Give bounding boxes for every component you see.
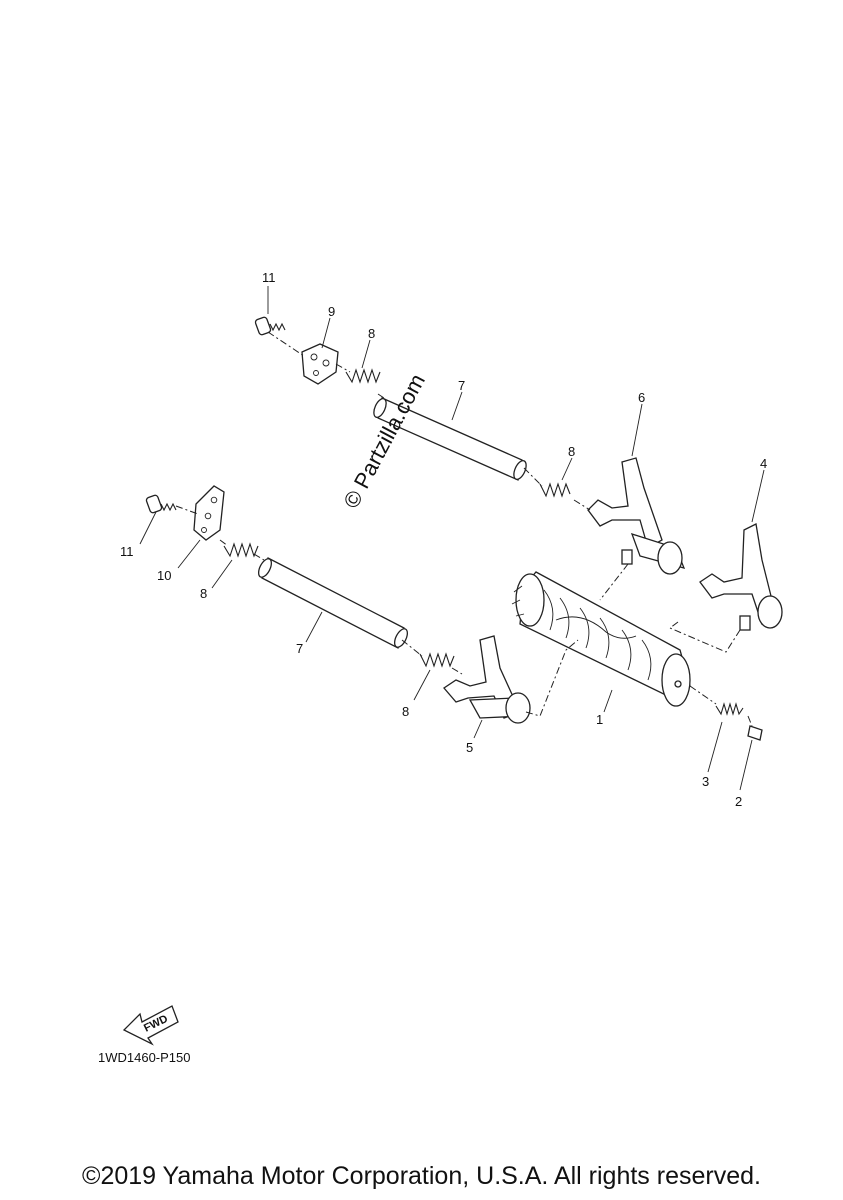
callout-11-upper: 11 <box>262 270 276 285</box>
plate-lower <box>193 485 225 541</box>
callout-11-lower: 11 <box>120 544 134 559</box>
leader-lines <box>139 286 765 791</box>
callout-1: 1 <box>596 712 603 727</box>
copyright-notice: ©2019 Yamaha Motor Corporation, U.S.A. A… <box>82 1162 761 1190</box>
spring-upper-left <box>345 368 381 384</box>
shaft-upper <box>373 397 527 481</box>
callout-2: 2 <box>735 794 742 809</box>
shift-fork-4 <box>699 523 783 631</box>
callout-5: 5 <box>466 740 473 755</box>
assembly-line-upper <box>267 331 591 511</box>
shift-fork-6 <box>587 457 686 575</box>
callout-8-lower-right: 8 <box>402 704 409 719</box>
shift-fork-5 <box>443 635 531 724</box>
spring-upper-right <box>539 482 571 498</box>
shaft-lower <box>257 557 409 649</box>
callout-4: 4 <box>760 456 767 471</box>
assembly-line-lower <box>175 505 463 675</box>
watermark: © Partzilla.com <box>338 370 430 513</box>
spring-lower-left <box>223 542 259 558</box>
assembly-line-fork6 <box>599 563 629 601</box>
bolt-lower <box>145 494 177 514</box>
assembly-line-fork4 <box>669 621 741 653</box>
spring-lower-right <box>419 652 455 668</box>
callout-6: 6 <box>638 390 645 405</box>
callout-3: 3 <box>702 774 709 789</box>
callout-7-upper: 7 <box>458 378 465 393</box>
assembly-line-fork5 <box>525 639 579 717</box>
callout-8-upper-left: 8 <box>368 326 375 341</box>
plate-upper <box>301 343 339 385</box>
bolt-upper <box>254 316 286 336</box>
shift-drum <box>511 571 691 707</box>
fwd-arrow-icon: FWD <box>122 1005 179 1046</box>
callout-10: 10 <box>157 568 171 583</box>
callout-8-lower-left: 8 <box>200 586 207 601</box>
assembly-line-drum-end <box>689 685 753 727</box>
callout-8-upper-right: 8 <box>568 444 575 459</box>
callout-7-lower: 7 <box>296 641 303 656</box>
diagram-code: 1WD1460-P150 <box>98 1050 191 1065</box>
spring-3 <box>715 702 744 716</box>
callout-9: 9 <box>328 304 335 319</box>
pin-2 <box>747 725 763 741</box>
